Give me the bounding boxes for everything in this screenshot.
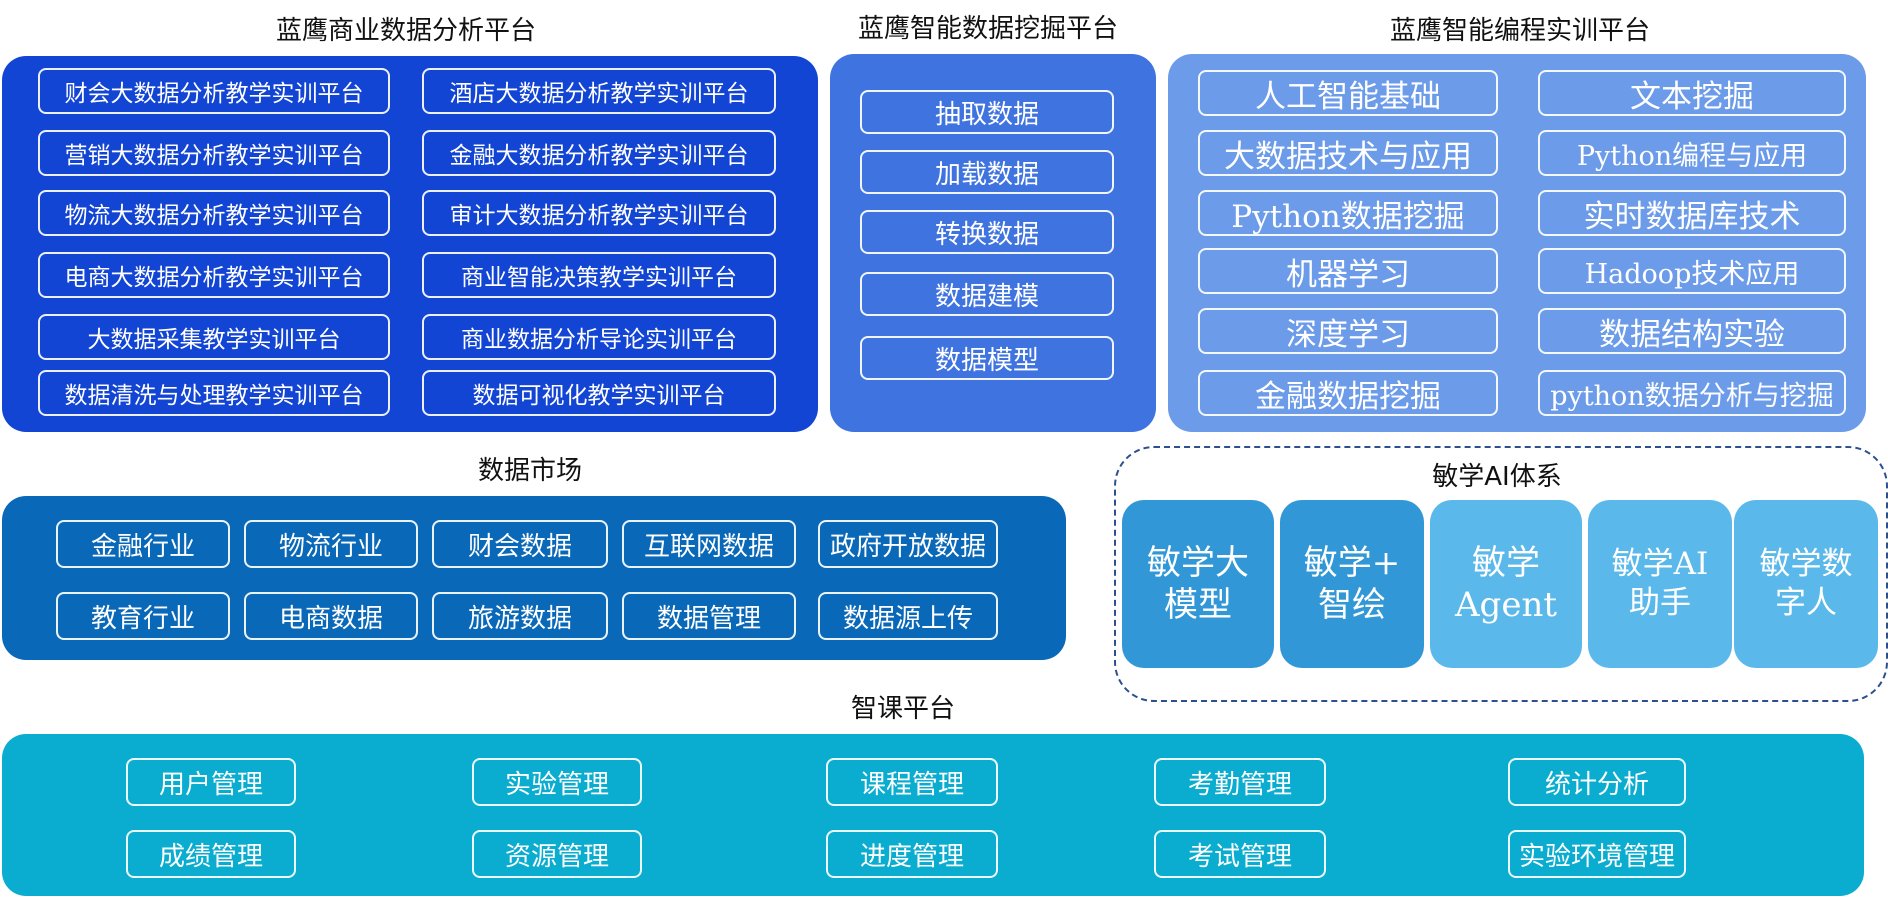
ai-system-title: 敏学AI体系 [1432, 462, 1562, 492]
zhike-item[interactable]: 考试管理 [1154, 830, 1326, 878]
zhike-platform-title: 智课平台 [850, 694, 956, 724]
ai-card-assistant[interactable]: 敏学AI 助手 [1588, 500, 1732, 668]
business-item[interactable]: 金融大数据分析教学实训平台 [422, 130, 776, 176]
programming-item[interactable]: 文本挖掘 [1538, 70, 1846, 116]
ai-card-label: 敏学AI 助手 [1611, 546, 1709, 621]
ai-card-digital-human[interactable]: 敏学数 字人 [1734, 500, 1878, 668]
business-platform-panel: 财会大数据分析教学实训平台 酒店大数据分析教学实训平台 营销大数据分析教学实训平… [2, 56, 818, 432]
programming-item[interactable]: 机器学习 [1198, 248, 1498, 294]
business-platform-title: 蓝鹰商业数据分析平台 [275, 16, 537, 46]
programming-item[interactable]: Python编程与应用 [1538, 130, 1846, 176]
market-item[interactable]: 电商数据 [244, 592, 418, 640]
zhike-item[interactable]: 资源管理 [472, 830, 642, 878]
ai-card-zhihui[interactable]: 敏学+ 智绘 [1280, 500, 1424, 668]
programming-item[interactable]: 实时数据库技术 [1538, 190, 1846, 236]
zhike-platform-panel: 用户管理 实验管理 课程管理 考勤管理 统计分析 成绩管理 资源管理 进度管理 … [2, 734, 1864, 896]
zhike-item[interactable]: 成绩管理 [126, 830, 296, 878]
zhike-item[interactable]: 考勤管理 [1154, 758, 1326, 806]
programming-item[interactable]: 人工智能基础 [1198, 70, 1498, 116]
ai-system-frame [1114, 446, 1888, 702]
programming-item[interactable]: 大数据技术与应用 [1198, 130, 1498, 176]
zhike-item[interactable]: 实验环境管理 [1508, 830, 1686, 878]
business-item[interactable]: 财会大数据分析教学实训平台 [38, 68, 390, 114]
market-item[interactable]: 财会数据 [432, 520, 608, 568]
market-item[interactable]: 教育行业 [56, 592, 230, 640]
programming-item[interactable]: 数据结构实验 [1538, 308, 1846, 354]
business-item[interactable]: 商业智能决策教学实训平台 [422, 252, 776, 298]
business-item[interactable]: 商业数据分析导论实训平台 [422, 314, 776, 360]
zhike-item[interactable]: 课程管理 [826, 758, 998, 806]
ai-card-label: 敏学数 字人 [1759, 546, 1853, 621]
ai-card-agent[interactable]: 敏学 Agent [1430, 500, 1582, 668]
ai-card-large-model[interactable]: 敏学大 模型 [1122, 500, 1274, 668]
business-item[interactable]: 审计大数据分析教学实训平台 [422, 190, 776, 236]
zhike-item[interactable]: 用户管理 [126, 758, 296, 806]
programming-item[interactable]: 金融数据挖掘 [1198, 370, 1498, 416]
market-item[interactable]: 数据管理 [622, 592, 796, 640]
market-item[interactable]: 金融行业 [56, 520, 230, 568]
mining-item[interactable]: 数据模型 [860, 336, 1114, 380]
business-item[interactable]: 酒店大数据分析教学实训平台 [422, 68, 776, 114]
ai-card-label: 敏学+ 智绘 [1303, 542, 1401, 626]
market-item[interactable]: 物流行业 [244, 520, 418, 568]
ai-card-label: 敏学 Agent [1455, 542, 1557, 626]
ai-card-label: 敏学大 模型 [1147, 542, 1249, 626]
programming-item[interactable]: Hadoop技术应用 [1538, 248, 1846, 294]
programming-platform-title: 蓝鹰智能编程实训平台 [1389, 16, 1651, 46]
programming-platform-panel: 人工智能基础 文本挖掘 大数据技术与应用 Python编程与应用 Python数… [1168, 54, 1866, 432]
programming-item[interactable]: 深度学习 [1198, 308, 1498, 354]
data-market-panel: 金融行业 物流行业 财会数据 互联网数据 政府开放数据 教育行业 电商数据 旅游… [2, 496, 1066, 660]
business-item[interactable]: 大数据采集教学实训平台 [38, 314, 390, 360]
mining-platform-title: 蓝鹰智能数据挖掘平台 [857, 14, 1119, 44]
mining-item[interactable]: 转换数据 [860, 210, 1114, 254]
business-item[interactable]: 电商大数据分析教学实训平台 [38, 252, 390, 298]
mining-item[interactable]: 抽取数据 [860, 90, 1114, 134]
zhike-item[interactable]: 统计分析 [1508, 758, 1686, 806]
market-item[interactable]: 数据源上传 [818, 592, 998, 640]
zhike-item[interactable]: 实验管理 [472, 758, 642, 806]
data-market-title: 数据市场 [477, 456, 583, 486]
programming-item[interactable]: Python数据挖掘 [1198, 190, 1498, 236]
market-item[interactable]: 旅游数据 [432, 592, 608, 640]
programming-item[interactable]: python数据分析与挖掘 [1538, 370, 1846, 416]
business-item[interactable]: 数据清洗与处理教学实训平台 [38, 370, 390, 416]
business-item[interactable]: 物流大数据分析教学实训平台 [38, 190, 390, 236]
market-item[interactable]: 政府开放数据 [818, 520, 998, 568]
zhike-item[interactable]: 进度管理 [826, 830, 998, 878]
business-item[interactable]: 数据可视化教学实训平台 [422, 370, 776, 416]
mining-platform-panel: 抽取数据 加载数据 转换数据 数据建模 数据模型 [830, 54, 1156, 432]
mining-item[interactable]: 加载数据 [860, 150, 1114, 194]
market-item[interactable]: 互联网数据 [622, 520, 796, 568]
mining-item[interactable]: 数据建模 [860, 272, 1114, 316]
business-item[interactable]: 营销大数据分析教学实训平台 [38, 130, 390, 176]
